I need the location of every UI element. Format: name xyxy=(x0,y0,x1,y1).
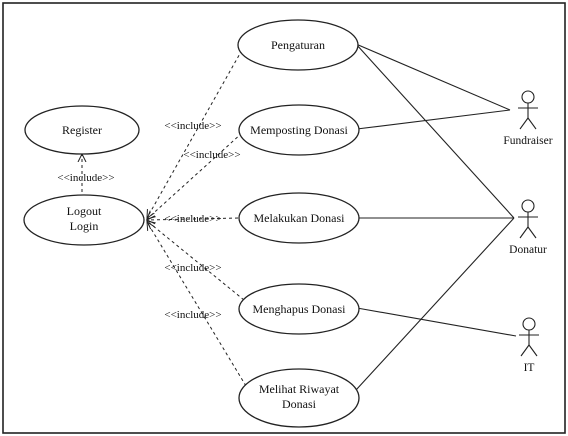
use-case-memposting-label: Memposting Donasi xyxy=(250,123,348,137)
include-label-pengaturan: <<include>> xyxy=(164,120,221,132)
include-line-melihat xyxy=(147,222,247,387)
use-case-login-label-line1: Logout xyxy=(67,204,102,218)
use-case-login: Logout Login xyxy=(23,194,145,246)
assoc-memposting-fundraiser xyxy=(356,109,511,130)
use-case-pengaturan-label: Pengaturan xyxy=(271,38,325,52)
actor-fundraiser-figure xyxy=(518,90,538,130)
use-case-melihat-riwayat-donasi: Melihat Riwayat Donasi xyxy=(238,368,360,428)
assoc-menghapus-it xyxy=(356,307,517,337)
include-label-menghapus: <<include>> xyxy=(164,262,221,274)
use-case-menghapus-label: Menghapus Donasi xyxy=(253,302,347,316)
use-case-pengaturan: Pengaturan xyxy=(237,19,359,71)
include-label-melakukan: <<include>> xyxy=(164,213,221,225)
use-case-melihat-label-line2: Donasi xyxy=(282,397,317,411)
use-case-login-label-line2: Login xyxy=(70,219,99,233)
assoc-pengaturan-donatur xyxy=(355,43,515,219)
include-label-memposting: <<include>> xyxy=(183,149,240,161)
include-line-menghapus xyxy=(147,221,245,301)
use-case-melakukan-label: Melakukan Donasi xyxy=(254,211,346,225)
actor-fundraiser-label: Fundraiser xyxy=(503,135,552,147)
assoc-pengaturan-fundraiser xyxy=(355,43,511,111)
include-line-pengaturan xyxy=(147,49,243,218)
include-label-register: <<include>> xyxy=(57,172,114,184)
actor-it: IT xyxy=(519,317,539,374)
actor-donatur: Donatur xyxy=(509,199,547,256)
actor-fundraiser: Fundraiser xyxy=(503,90,553,147)
actor-donatur-label: Donatur xyxy=(509,244,547,256)
use-case-register: Register xyxy=(24,105,140,155)
use-case-register-label: Register xyxy=(62,123,102,137)
actor-donatur-figure xyxy=(518,199,538,239)
use-case-melakukan-donasi: Melakukan Donasi xyxy=(238,192,360,244)
actor-it-figure xyxy=(519,317,539,357)
actor-it-label: IT xyxy=(524,362,535,374)
use-case-menghapus-donasi: Menghapus Donasi xyxy=(238,283,360,335)
assoc-melihat-donatur xyxy=(355,217,515,391)
include-label-melihat: <<include>> xyxy=(164,309,221,321)
use-case-melihat-label-line1: Melihat Riwayat xyxy=(259,382,340,396)
use-case-memposting-donasi: Memposting Donasi xyxy=(238,104,360,156)
